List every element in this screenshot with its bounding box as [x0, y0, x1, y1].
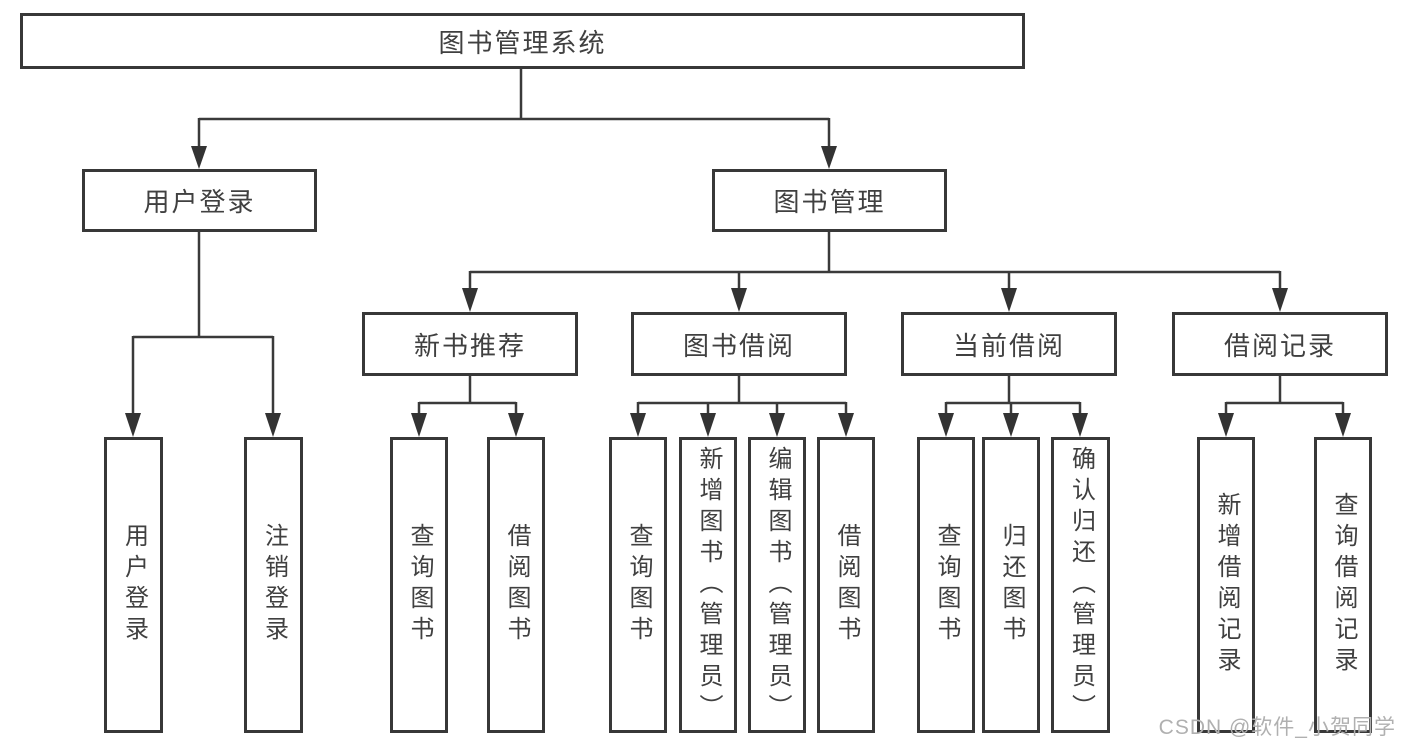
leaf-newbooks-borrow: 借阅图书	[487, 437, 545, 733]
leaf-user-login-label: 用户登录	[120, 523, 148, 647]
arrowheads-level2	[191, 146, 837, 169]
leaf-logout-label: 注销登录	[260, 523, 288, 647]
connector-newbooks-to-leaves	[417, 375, 518, 414]
leaf-borrow-book: 借阅图书	[817, 437, 875, 733]
leaf-borrow-add-label: 新增图书（管理员）	[695, 445, 722, 725]
leaf-borrow-edit-label: 编辑图书（管理员）	[764, 445, 791, 725]
leaf-current-confirm-label: 确认归还（管理员）	[1067, 445, 1095, 725]
leaf-newbooks-query-label: 查询图书	[406, 523, 433, 647]
node-root-label: 图书管理系统	[438, 27, 607, 58]
node-borrow-records-label: 借阅记录	[1223, 330, 1336, 361]
leaf-borrow-add: 新增图书（管理员）	[679, 437, 737, 733]
node-new-books: 新书推荐	[362, 312, 578, 376]
node-book-borrow-label: 图书借阅	[682, 330, 795, 361]
arrowheads-level3	[462, 288, 1288, 312]
connector-userlogin-to-leaves	[131, 231, 275, 414]
leaf-current-query-label: 查询图书	[933, 523, 960, 647]
leaf-borrow-query: 查询图书	[609, 437, 667, 733]
arrowheads-userlogin-leaves	[125, 413, 281, 437]
node-root: 图书管理系统	[20, 13, 1025, 69]
node-borrow-records: 借阅记录	[1172, 312, 1388, 376]
csdn-watermark: CSDN @软件_小贺同学	[1158, 716, 1396, 739]
leaf-borrow-edit: 编辑图书（管理员）	[748, 437, 806, 733]
leaf-current-return: 归还图书	[982, 437, 1040, 733]
node-book-mgmt: 图书管理	[712, 169, 947, 232]
connector-bookmgmt-to-level3	[468, 231, 1282, 289]
leaf-current-confirm: 确认归还（管理员）	[1051, 437, 1110, 733]
leaf-current-return-label: 归还图书	[998, 523, 1025, 647]
leaf-newbooks-borrow-label: 借阅图书	[503, 523, 530, 647]
node-current-borrow-label: 当前借阅	[952, 330, 1065, 361]
connector-currentborrow-to-leaves	[944, 375, 1082, 414]
connector-records-to-leaves	[1224, 375, 1345, 414]
connector-bookborrow-to-leaves	[636, 375, 848, 414]
leaf-borrow-book-label: 借阅图书	[833, 523, 860, 647]
node-book-borrow: 图书借阅	[631, 312, 847, 376]
leaf-logout: 注销登录	[244, 437, 303, 733]
leaf-current-query: 查询图书	[917, 437, 975, 733]
node-new-books-label: 新书推荐	[413, 330, 526, 361]
leaf-records-query-label: 查询借阅记录	[1330, 492, 1357, 678]
leaf-records-add: 新增借阅记录	[1197, 437, 1255, 733]
leaf-borrow-query-label: 查询图书	[625, 523, 652, 647]
leaf-newbooks-query: 查询图书	[390, 437, 448, 733]
connector-root-to-level2	[197, 68, 831, 147]
leaf-user-login: 用户登录	[104, 437, 163, 733]
node-current-borrow: 当前借阅	[901, 312, 1117, 376]
node-book-mgmt-label: 图书管理	[773, 187, 886, 217]
node-user-login: 用户登录	[82, 169, 317, 232]
arrowheads-leaves	[411, 413, 1351, 437]
leaf-records-query: 查询借阅记录	[1314, 437, 1372, 733]
node-user-login-label: 用户登录	[143, 187, 256, 217]
leaf-records-add-label: 新增借阅记录	[1213, 492, 1240, 678]
